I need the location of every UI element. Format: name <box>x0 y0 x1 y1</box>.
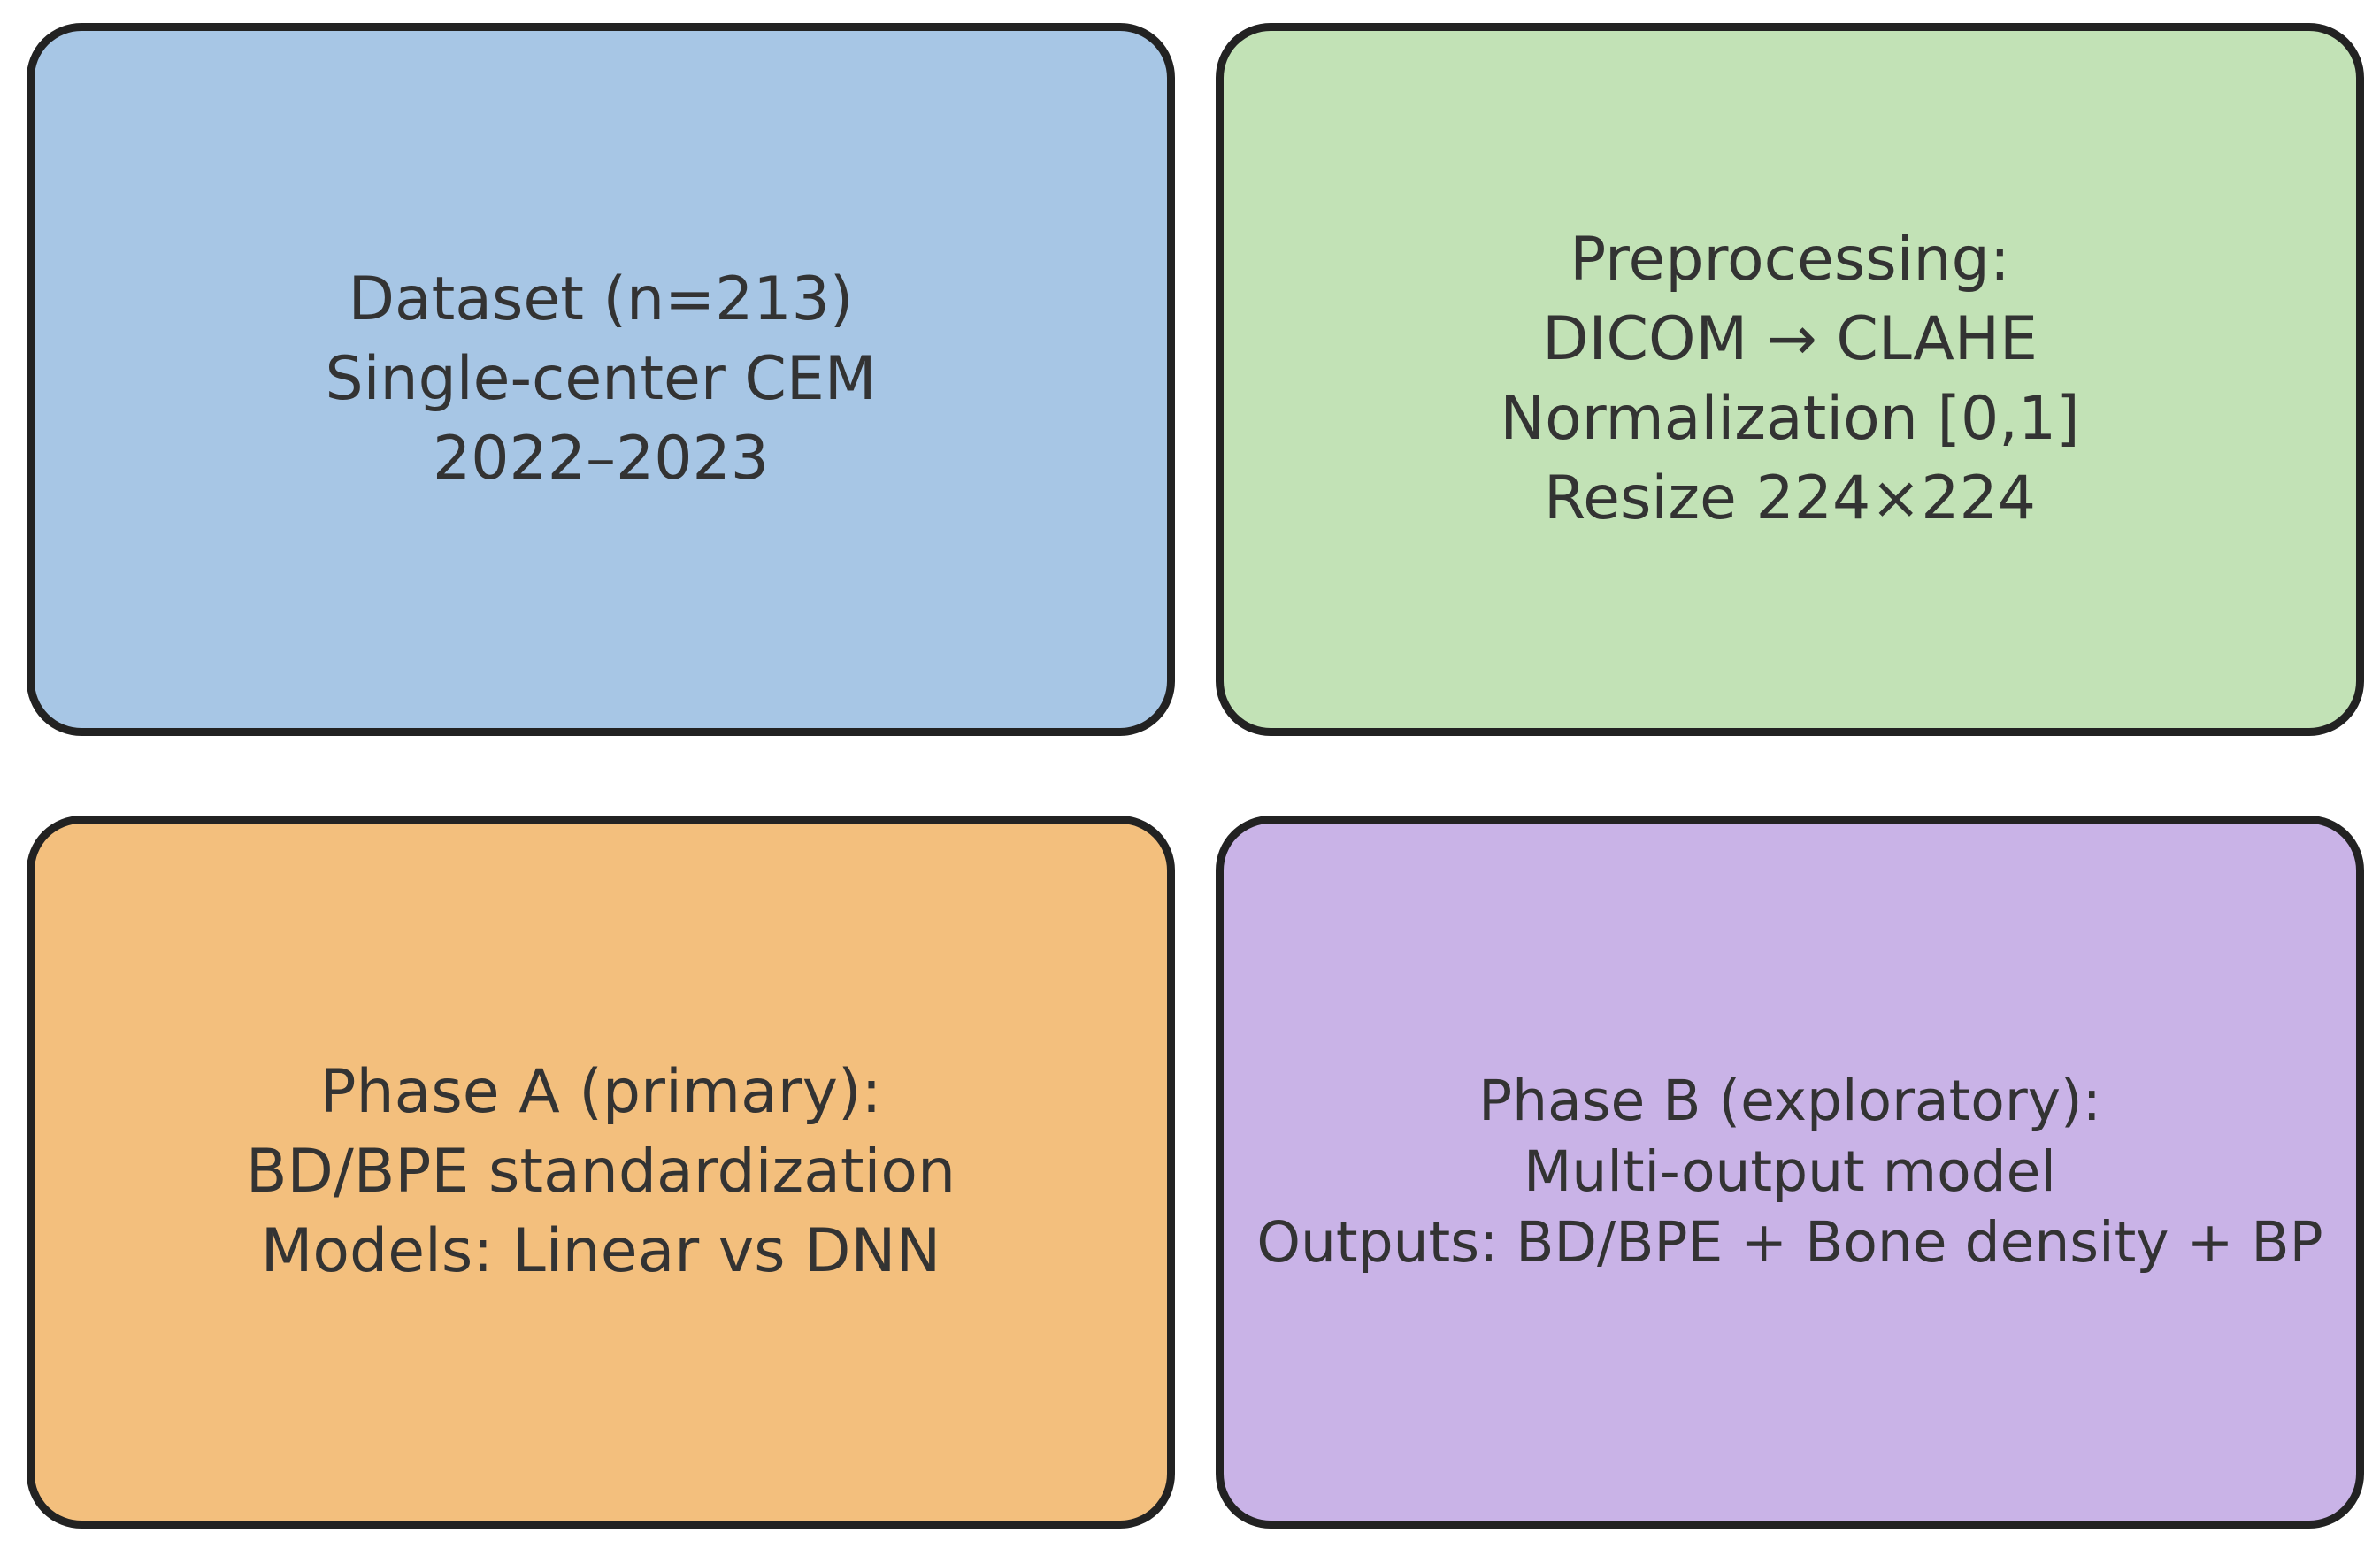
phase-b-line-1: Phase B (exploratory): <box>1478 1069 2101 1133</box>
preprocessing-line-4: Resize 224×224 <box>1543 464 2037 533</box>
phase-b-box-text: Phase B (exploratory): Multi-output mode… <box>1256 1066 2322 1278</box>
preprocessing-line-2: DICOM → CLAHE <box>1542 304 2038 374</box>
dataset-box-text: Dataset (n=213) Single-center CEM 2022–2… <box>325 260 876 499</box>
phase-a-line-1: Phase A (primary): <box>319 1057 882 1127</box>
phase-a-line-2: BD/BPE standardization <box>245 1137 956 1207</box>
preprocessing-box-text: Preprocessing: DICOM → CLAHE Normalizati… <box>1500 220 2079 539</box>
dataset-line-1: Dataset (n=213) <box>348 264 854 334</box>
dataset-line-3: 2022–2023 <box>432 424 770 494</box>
phase-b-line-2: Multi-output model <box>1524 1139 2056 1204</box>
phase-a-line-3: Models: Linear vs DNN <box>260 1216 941 1286</box>
dataset-line-2: Single-center CEM <box>325 344 877 414</box>
dataset-box: Dataset (n=213) Single-center CEM 2022–2… <box>27 23 1175 736</box>
phase-b-line-3: Outputs: BD/BPE + Bone density + BP <box>1256 1210 2323 1275</box>
preprocessing-line-1: Preprocessing: <box>1570 225 2010 295</box>
phase-a-box-text: Phase A (primary): BD/BPE standardizatio… <box>246 1053 956 1291</box>
preprocessing-box: Preprocessing: DICOM → CLAHE Normalizati… <box>1216 23 2364 736</box>
phase-b-box: Phase B (exploratory): Multi-output mode… <box>1216 816 2364 1529</box>
phase-a-box: Phase A (primary): BD/BPE standardizatio… <box>27 816 1175 1529</box>
preprocessing-line-3: Normalization [0,1] <box>1500 384 2080 454</box>
